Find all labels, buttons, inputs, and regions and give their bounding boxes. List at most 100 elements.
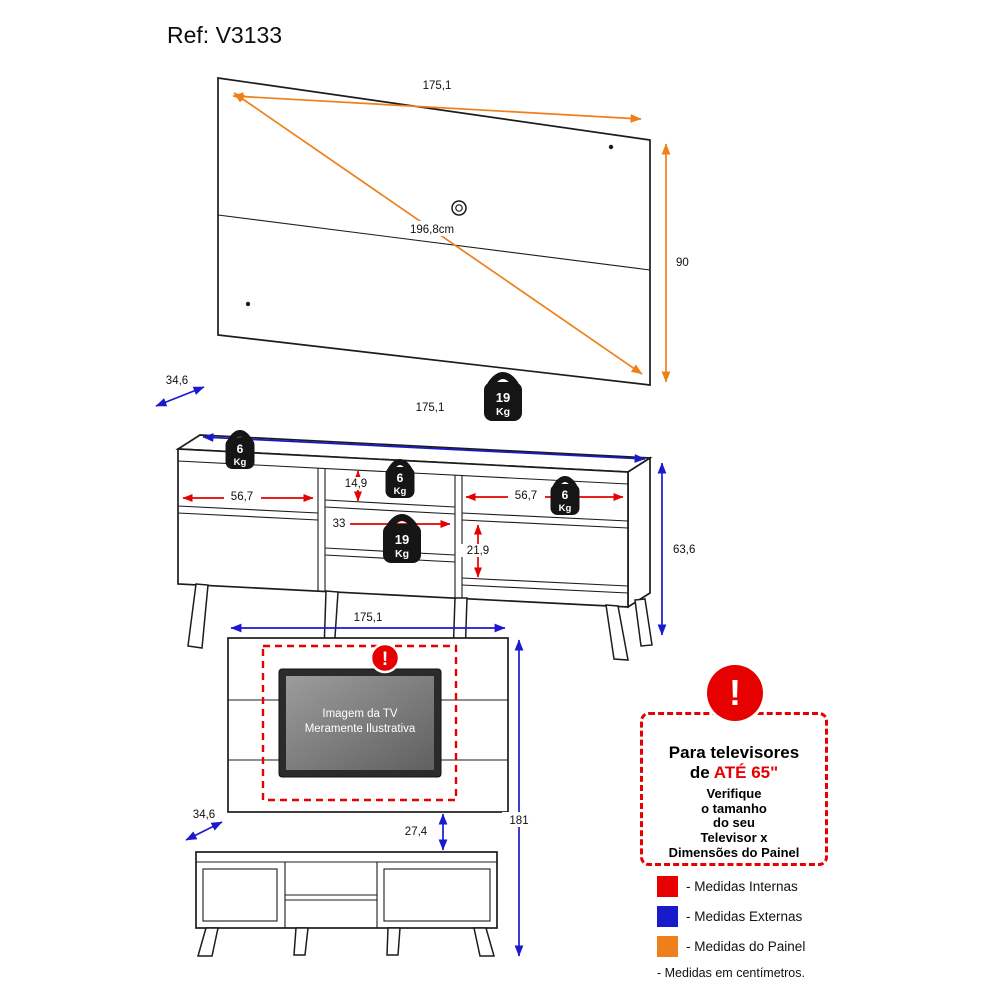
warning-icon-exclamation: ! (382, 649, 388, 670)
weight-badge-6kg-right: 6 Kg (550, 476, 580, 515)
stand-right-face (627, 456, 651, 609)
stand-leg (605, 604, 629, 661)
assembled-stand-left-door (202, 868, 278, 922)
kettlebell-body-icon (225, 438, 255, 469)
weight-unit: Kg (395, 548, 409, 560)
stand-leg (386, 927, 401, 956)
kettlebell-body-icon (550, 484, 580, 515)
kettlebell-body-icon (385, 467, 415, 498)
stand-shelf-line (461, 577, 629, 587)
panel-to-stand-gap-label: 27,4 (405, 826, 428, 838)
stand-shelf-line (177, 505, 319, 514)
label-backing (461, 544, 495, 557)
screw-hole-icon (608, 144, 614, 150)
screw-hole-icon (245, 301, 251, 307)
legend-item-painel: - Medidas do Painel (657, 936, 805, 957)
weight-value: 19 (395, 532, 409, 547)
weight-badge-19kg-top: 19 Kg (484, 372, 522, 421)
warning-title-line2-prefix: de (689, 762, 714, 782)
tv-illustrative-label-line1: Imagem da TV (322, 708, 398, 720)
tv-max-size-dashed-outline (261, 644, 458, 802)
kettlebell-handle-icon (388, 459, 412, 472)
stand-shelf-line (461, 584, 629, 594)
stand-depth-label: 34,6 (166, 375, 188, 387)
kettlebell-handle-icon (487, 372, 519, 388)
kettlebell-body-icon (383, 524, 421, 563)
label-backing (399, 221, 465, 236)
warning-body-line: Verifique (706, 786, 762, 802)
stand-leg (293, 927, 309, 956)
stand-shelf-line (324, 499, 456, 508)
stand-shelf-line (461, 512, 629, 522)
weight-unit: Kg (234, 457, 247, 468)
orange-swatch-icon (657, 936, 678, 957)
stand-leg (197, 927, 219, 957)
warning-title-line1: Para televisores (668, 743, 800, 762)
kettlebell-handle-icon (553, 476, 577, 489)
label-backing (328, 516, 350, 530)
warning-body-line: Dimensões do Painel (668, 844, 800, 860)
stand-height-label: 63,6 (673, 544, 695, 556)
measurement-legend: - Medidas Internas - Medidas Externas - … (657, 876, 805, 980)
warning-icon: ! (707, 665, 763, 721)
assembled-stand-outline (195, 851, 498, 929)
weight-value: 6 (237, 442, 244, 456)
legend-label: - Medidas Internas (686, 879, 798, 894)
tv-stand-diagram: 34,6 175,1 63,6 56,7 14,9 33 56,7 21,9 (155, 372, 695, 661)
warning-icon (369, 642, 401, 674)
stand-leg (634, 598, 653, 647)
stand-depth-arrow (155, 386, 205, 407)
assembled-width-label: 175,1 (354, 612, 383, 624)
assembled-stand-right-door (383, 868, 491, 922)
warning-title-line2-highlight: ATÉ 65" (713, 762, 779, 782)
weight-unit: Kg (559, 503, 572, 514)
kettlebell-handle-icon (228, 430, 252, 443)
warning-body-line: Televisor x (700, 830, 768, 846)
stand-width-arrow (202, 433, 646, 463)
panel-width-label: 175,1 (423, 80, 452, 92)
assembled-depth-label: 34,6 (193, 809, 215, 821)
label-backing (338, 477, 374, 490)
assembled-depth-arrow (185, 821, 223, 841)
stand-shelf-line (461, 519, 629, 529)
assembled-diagram: Imagem da TV Meramente Ilustrativa ! 175… (185, 612, 536, 957)
internal-right-mid-height-label: 21,9 (467, 545, 489, 557)
stand-leg (473, 927, 495, 957)
weight-value: 6 (397, 471, 404, 485)
weight-value: 6 (562, 488, 569, 502)
label-backing (502, 812, 536, 827)
panel-diagonal-label: 196,8cm (410, 224, 454, 236)
stand-shelf-line (177, 512, 319, 521)
legend-label: - Medidas do Painel (686, 939, 806, 954)
kettlebell-body-icon (484, 382, 522, 421)
internal-right-width-label: 56,7 (515, 490, 537, 502)
warning-body-line: o tamanho (701, 800, 767, 816)
legend-note: - Medidas em centímetros. (657, 966, 805, 980)
tv-screen (286, 676, 434, 770)
warning-icon-exclamation: ! (729, 672, 741, 713)
kettlebell-handle-icon (386, 514, 418, 530)
tv-illustrative-label-line2: Meramente Ilustrativa (305, 723, 416, 735)
weight-badge-6kg-middle: 6 Kg (385, 459, 415, 498)
warning-body-line: do seu (713, 815, 755, 831)
weight-unit: Kg (394, 486, 407, 497)
panel-width-arrow (232, 92, 642, 123)
internal-mid-width-label: 33 (333, 518, 346, 530)
weight-value: 19 (496, 390, 510, 405)
red-swatch-icon (657, 876, 678, 897)
blue-swatch-icon (657, 906, 678, 927)
legend-label: - Medidas Externas (686, 909, 803, 924)
internal-mid-top-height-label: 14,9 (345, 478, 367, 490)
stand-shelf-line (324, 506, 456, 515)
legend-item-externas: - Medidas Externas (657, 906, 805, 927)
cable-hole-icon (451, 200, 467, 216)
legend-item-internas: - Medidas Internas (657, 876, 805, 897)
panel-height-label: 90 (676, 257, 689, 269)
tv-panel-diagram: 175,1 196,8cm 90 (217, 77, 689, 386)
assembled-total-height-label: 181 (509, 815, 528, 827)
tv-size-warning-box: Para televisores de ATÉ 65" Verifique o … (640, 712, 828, 866)
weight-unit: Kg (496, 406, 510, 418)
label-backing (224, 489, 261, 503)
product-reference-title: Ref: V3133 (167, 22, 283, 48)
